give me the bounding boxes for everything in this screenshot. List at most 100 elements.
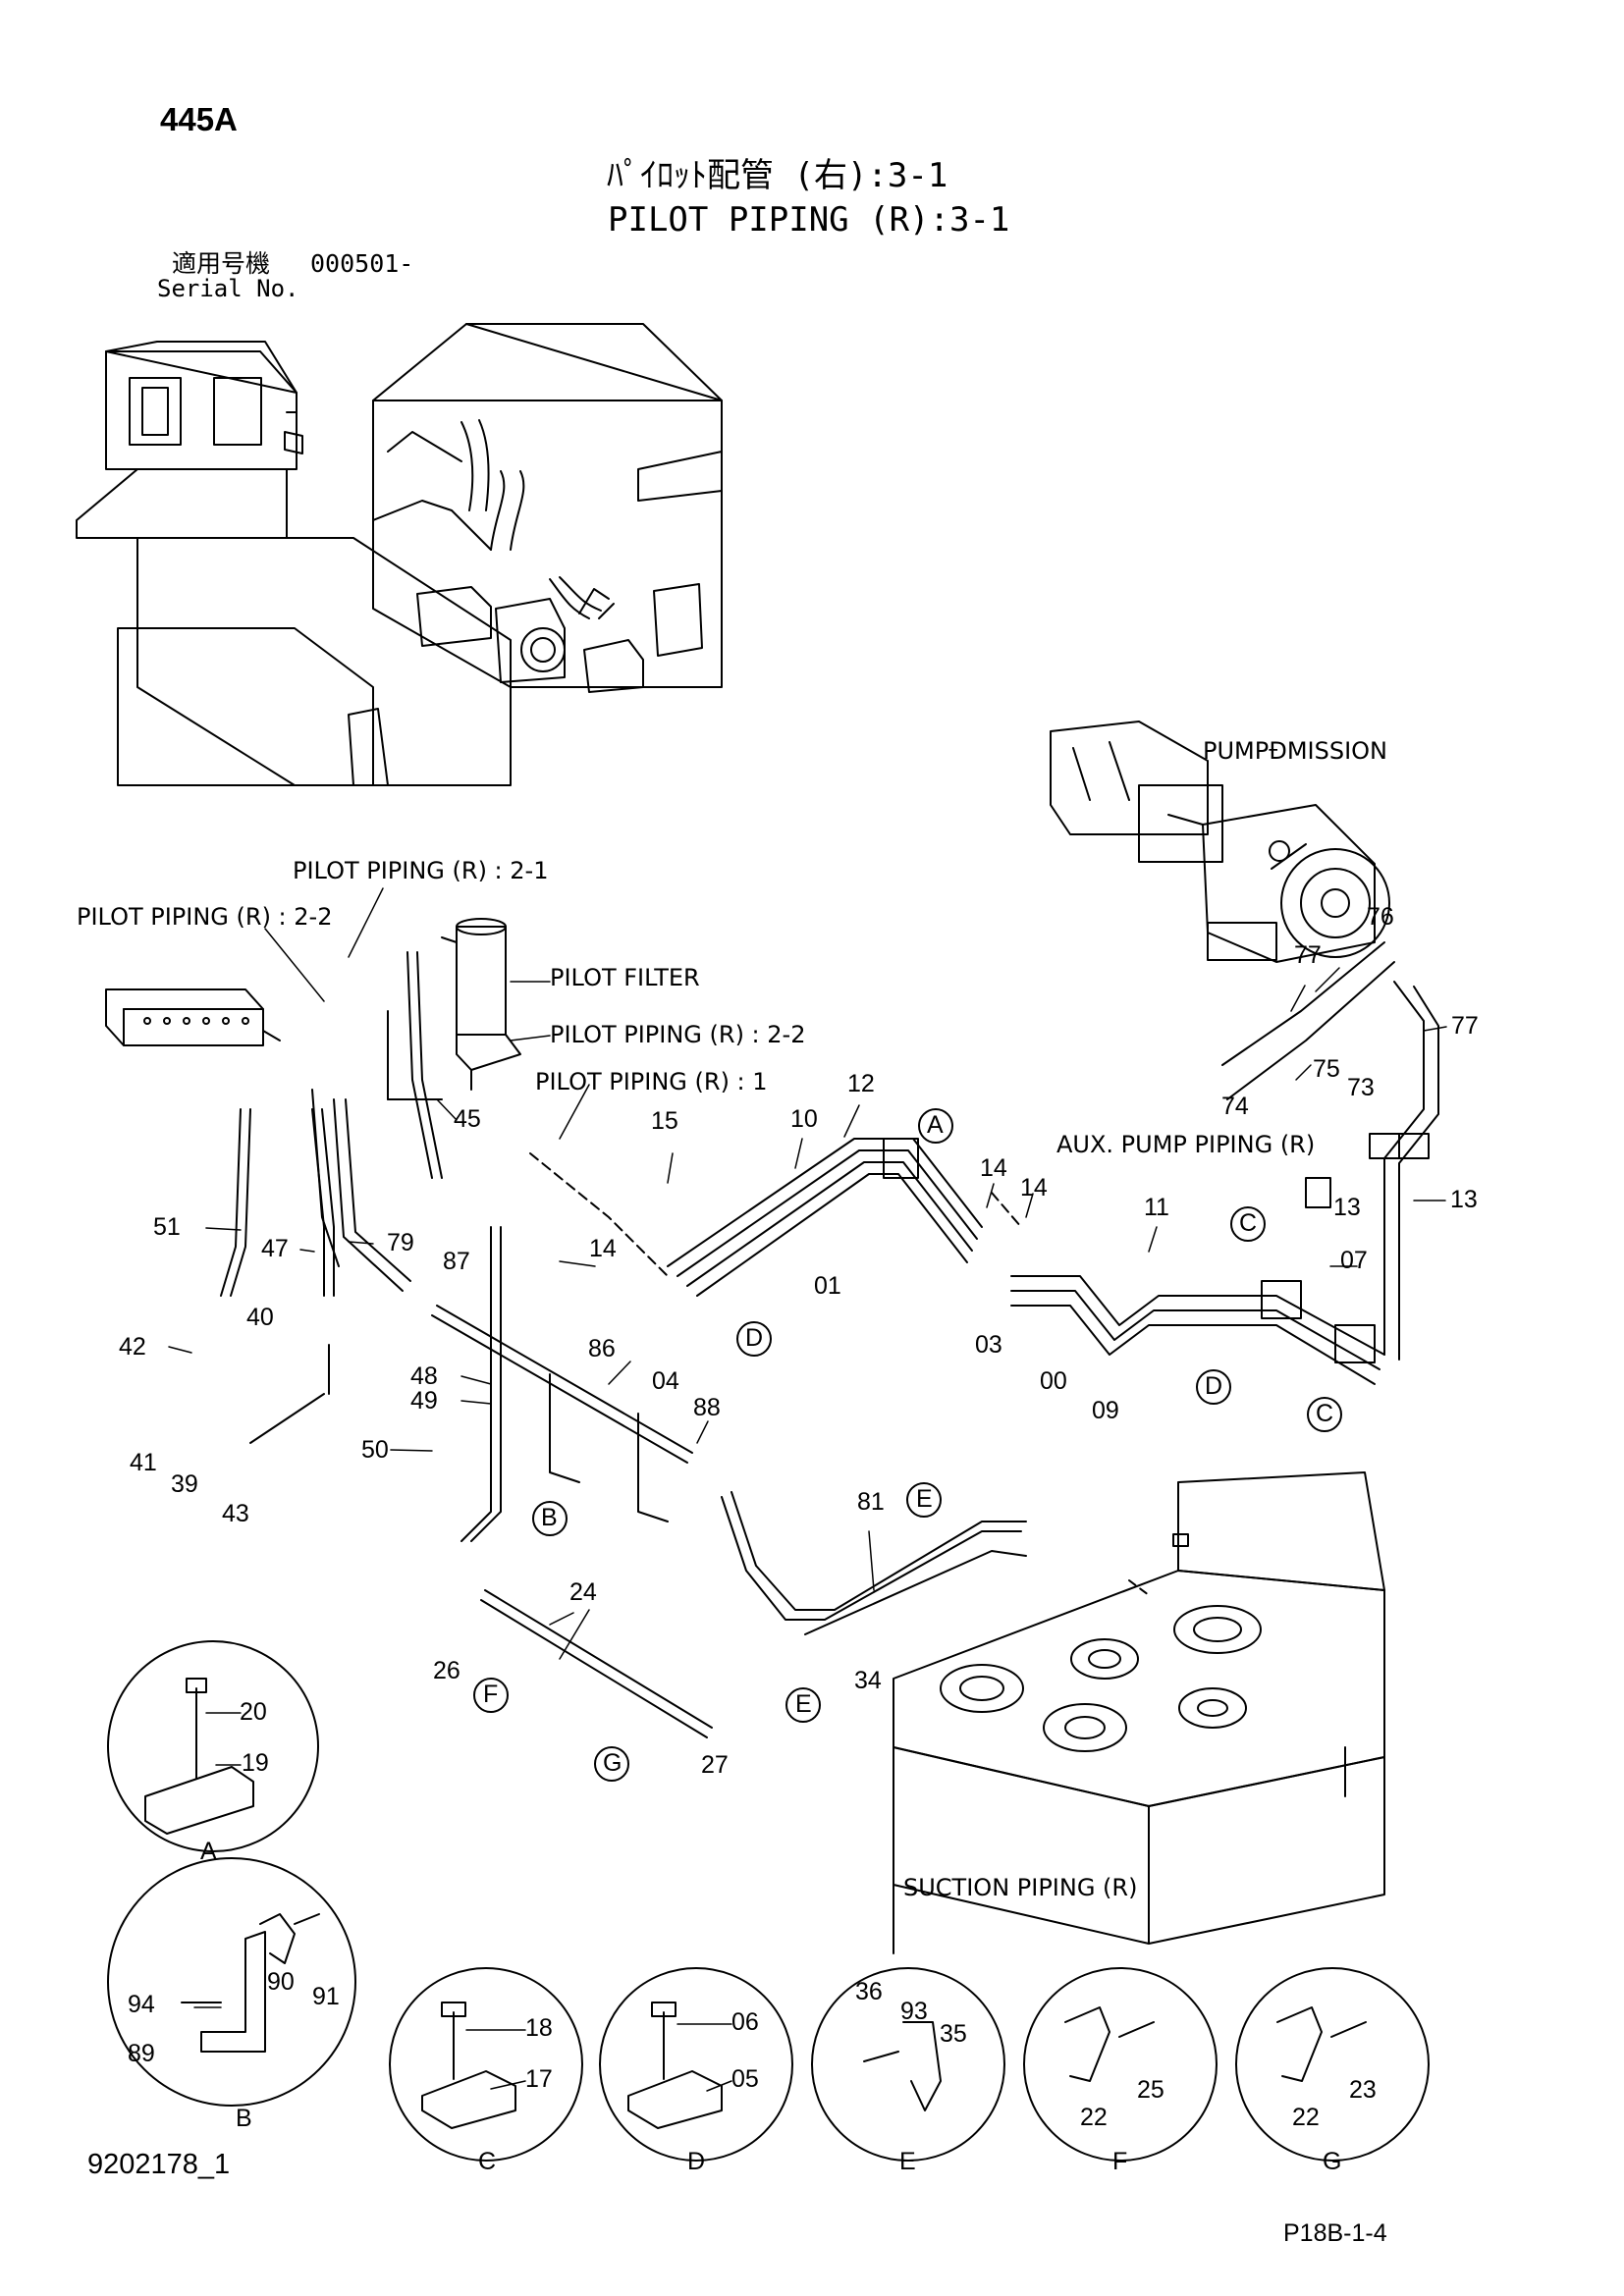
- part-number: 13: [1333, 1194, 1361, 1221]
- part-number: 43: [222, 1500, 249, 1527]
- label-pilot-filter: PILOT FILTER: [550, 964, 700, 991]
- callout-c-upper: C: [1239, 1209, 1258, 1237]
- hydraulic-tank: [893, 1471, 1385, 1954]
- detail-label-e: E: [899, 2148, 916, 2175]
- part-number: 47: [261, 1235, 289, 1262]
- part-number: 07: [1340, 1247, 1368, 1274]
- part-number: 35: [940, 2020, 967, 2048]
- drawing-id: 9202178_1: [87, 2149, 231, 2180]
- part-number: 01: [814, 1272, 841, 1300]
- callout-e-upper: E: [916, 1485, 933, 1513]
- title-english: PILOT PIPING (R):3-1: [608, 200, 1010, 240]
- part-number: 75: [1313, 1055, 1340, 1083]
- label-suction-piping: SUCTION PIPING (R): [903, 1874, 1138, 1901]
- part-number: 45: [454, 1105, 481, 1133]
- page-code: 445A: [160, 101, 238, 137]
- part-number: 13: [1450, 1186, 1478, 1213]
- part-number: 14: [980, 1154, 1007, 1182]
- part-number: 06: [731, 2008, 759, 2036]
- part-number: 39: [171, 1470, 198, 1498]
- part-number: 91: [312, 1983, 340, 2010]
- detail-label-b: B: [236, 2105, 252, 2132]
- pipe-runs: [220, 941, 1439, 1738]
- part-number: 12: [847, 1070, 875, 1097]
- page-reference: P18B-1-4: [1283, 2219, 1387, 2247]
- part-number: 24: [569, 1578, 597, 1606]
- part-number: 90: [267, 1968, 295, 1996]
- part-number: 36: [855, 1978, 883, 2005]
- part-number: 51: [153, 1213, 181, 1241]
- part-number: 27: [701, 1751, 729, 1779]
- part-number: 88: [693, 1394, 721, 1421]
- part-number: 03: [975, 1331, 1002, 1359]
- callout-d-left: D: [745, 1324, 764, 1352]
- part-number: 76: [1367, 903, 1394, 931]
- part-number: 22: [1292, 2104, 1320, 2131]
- part-number: 14: [1020, 1174, 1048, 1201]
- part-number: 11: [1144, 1194, 1169, 1221]
- callout-g: G: [603, 1749, 623, 1777]
- callout-circles: [473, 1108, 1342, 1782]
- part-number: 19: [242, 1749, 269, 1777]
- part-number: 17: [525, 2065, 553, 2093]
- part-number: 81: [857, 1488, 885, 1516]
- part-number: 86: [588, 1335, 616, 1362]
- detail-views: [107, 1640, 1430, 2162]
- part-number: 77: [1294, 941, 1322, 969]
- part-number: 15: [651, 1107, 678, 1135]
- part-number: 10: [790, 1105, 818, 1133]
- callout-c-lower: C: [1316, 1400, 1334, 1427]
- callout-f: F: [483, 1681, 499, 1708]
- callout-d-right: D: [1205, 1372, 1223, 1400]
- part-number: 09: [1092, 1397, 1119, 1424]
- serial-label-japanese: 適用号機: [172, 249, 271, 278]
- part-number: 34: [854, 1667, 882, 1694]
- callout-a: A: [927, 1111, 944, 1139]
- label-pilot-piping-2-2-left: PILOT PIPING (R) : 2-2: [77, 903, 333, 931]
- title-japanese: ﾊﾟｲﾛｯﾄ配管 (右):3-1: [607, 156, 948, 195]
- machine-overview-illustration: [76, 323, 723, 786]
- part-number: 74: [1221, 1093, 1249, 1120]
- detail-label-a: A: [200, 1838, 217, 1865]
- part-number: 14: [589, 1235, 617, 1262]
- pump-assembly: [1050, 721, 1390, 963]
- label-pilot-piping-2-2: PILOT PIPING (R) : 2-2: [550, 1021, 806, 1048]
- part-number: 48: [410, 1362, 438, 1390]
- detail-label-f: F: [1112, 2148, 1128, 2175]
- detail-label-d: D: [687, 2148, 706, 2175]
- label-pilot-piping-1: PILOT PIPING (R) : 1: [535, 1068, 768, 1095]
- part-number: 40: [246, 1304, 274, 1331]
- part-number: 26: [433, 1657, 460, 1684]
- label-aux-pump-piping: AUX. PUMP PIPING (R): [1056, 1131, 1316, 1158]
- callout-e-lower: E: [795, 1690, 812, 1718]
- part-number: 87: [443, 1248, 470, 1275]
- part-number: 77: [1451, 1012, 1479, 1040]
- part-number: 93: [900, 1998, 928, 2025]
- part-number: 50: [361, 1436, 389, 1464]
- leader-lines: [168, 887, 1447, 2092]
- part-number: 00: [1040, 1367, 1067, 1395]
- part-number: 42: [119, 1333, 146, 1361]
- part-number: 94: [128, 1991, 155, 2018]
- part-number: 41: [130, 1449, 157, 1476]
- serial-value: 000501-: [310, 249, 414, 278]
- part-number: 89: [128, 2040, 155, 2067]
- part-number: 25: [1137, 2076, 1164, 2104]
- callout-b: B: [541, 1504, 558, 1531]
- part-number: 49: [410, 1387, 438, 1415]
- part-number: 79: [387, 1229, 414, 1256]
- part-number: 73: [1347, 1074, 1375, 1101]
- pilot-manifold-block: [105, 988, 281, 1046]
- detail-label-g: G: [1323, 2148, 1342, 2175]
- serial-label-english: Serial No.: [157, 275, 299, 302]
- label-pump-mission: PUMPÐMISSION: [1203, 737, 1387, 765]
- part-number: 20: [240, 1698, 267, 1726]
- pilot-filter: [441, 918, 521, 1091]
- label-pilot-piping-2-1: PILOT PIPING (R) : 2-1: [293, 857, 549, 884]
- part-number: 18: [525, 2014, 553, 2042]
- part-number: 05: [731, 2065, 759, 2093]
- part-number: 22: [1080, 2104, 1108, 2131]
- part-number: 04: [652, 1367, 679, 1395]
- part-number: 23: [1349, 2076, 1377, 2104]
